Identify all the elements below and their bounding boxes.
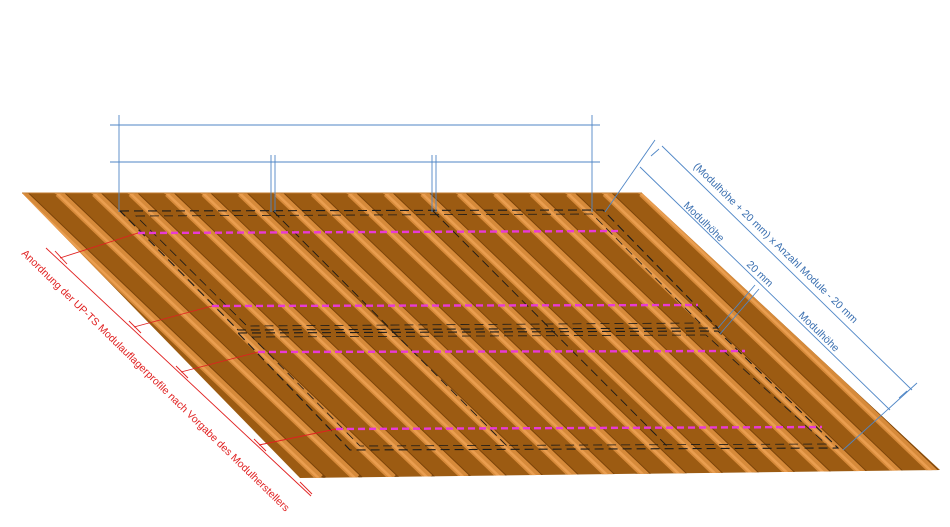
roof-sheet-surface: [22, 193, 940, 478]
roof-rib: [53, 190, 63, 195]
roof-rib: [17, 190, 27, 195]
roof-rib: [382, 190, 392, 195]
roof-rib: [455, 190, 465, 195]
roof-rib: [491, 190, 501, 195]
roof-rib: [163, 190, 173, 195]
roof-rib: [90, 190, 100, 195]
roof-rib: [345, 190, 355, 195]
roof-rib: [564, 190, 574, 195]
roof-rib: [601, 190, 611, 195]
roof-rib: [637, 190, 647, 195]
gap-label: 20 mm: [744, 259, 776, 290]
roof-rib: [199, 190, 209, 195]
trapezoidal-roof-sheet: [17, 190, 945, 478]
roof-rib: [236, 190, 246, 195]
roof-rib: [126, 190, 136, 195]
profile-rail-2: [212, 305, 698, 306]
roof-rib: [309, 190, 319, 195]
roof-rib: [418, 190, 428, 195]
roof-rib: [272, 190, 282, 195]
roof-rib: [528, 190, 538, 195]
